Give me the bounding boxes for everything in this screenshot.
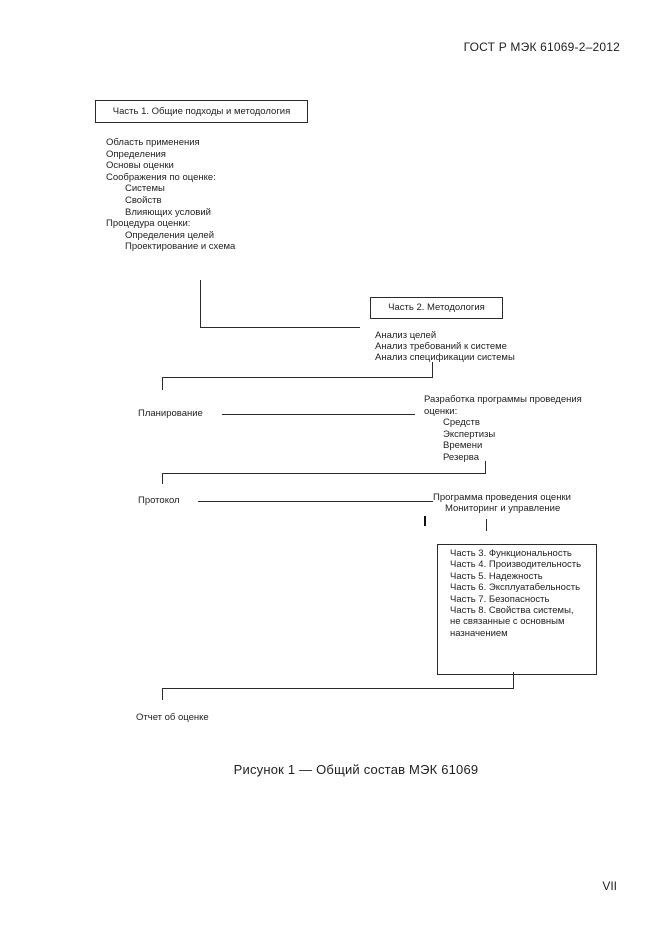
part1-item: Процедура оценки: <box>106 218 191 230</box>
parts-box-line: назначением <box>450 627 508 639</box>
part1-item: Основы оценки <box>106 160 174 172</box>
connector-part1-to-part2-horizontal <box>200 327 360 328</box>
connector-planning-drop-tick <box>162 377 163 390</box>
program-dev-item: Резерва <box>443 451 480 463</box>
program-dev-item: Экспертизы <box>443 428 496 440</box>
parts-box-line: Часть 6. Эксплуатабельность <box>450 582 581 594</box>
page-number: VII <box>602 879 617 893</box>
monitoring-tick-bold <box>424 516 426 526</box>
parts-box-line: Часть 3. Функциональность <box>450 548 572 559</box>
program-dev-line: оценки: <box>424 405 458 417</box>
doc-number-header: ГОСТ Р МЭК 61069-2–2012 <box>463 40 620 54</box>
connector-protocol-drop-tick <box>162 473 163 484</box>
part2-list: Анализ целей Анализ требований к системе… <box>375 330 515 363</box>
connector-monitoring-to-partsbox <box>486 519 487 531</box>
connector-protocol-to-program <box>198 501 433 502</box>
parts-box-line: не связанные с основным <box>450 616 565 628</box>
part2-item: Анализ требований к системе <box>375 341 507 352</box>
part1-subitem: Проектирование и схема <box>125 241 236 253</box>
connector-analysis-to-planning-horizontal <box>162 377 433 378</box>
part2-item: Анализ целей <box>375 330 437 341</box>
program-development-block: Разработка программы проведения оценки: … <box>424 394 582 463</box>
connector-partsbox-down-vertical <box>513 672 514 688</box>
part1-item: Соображения по оценке: <box>106 171 216 183</box>
parts-3-8-box: Часть 3. Функциональность Часть 4. Произ… <box>437 544 597 675</box>
part1-subitem: Влияющих условий <box>125 206 211 218</box>
part1-box: Часть 1. Общие подходы и методология <box>95 100 308 123</box>
part2-box: Часть 2. Методология <box>370 297 503 319</box>
connector-planning-to-program-dev <box>222 414 415 415</box>
part1-subitem: Системы <box>125 183 165 195</box>
parts-box-line: Часть 7. Безопасность <box>450 593 550 605</box>
part2-box-label: Часть 2. Методология <box>388 302 485 313</box>
connector-programdev-to-protocol-horizontal <box>162 473 486 474</box>
part1-item: Определения <box>106 148 166 160</box>
report-label: Отчет об оценке <box>136 712 209 723</box>
part1-subitem: Определения целей <box>125 229 215 241</box>
connector-analysis-down-vertical <box>432 362 433 377</box>
program-dev-line: Разработка программы проведения <box>424 394 582 405</box>
connector-partsbox-to-report-horizontal <box>162 688 514 689</box>
connector-part1-down-vertical <box>200 280 201 327</box>
protocol-label: Протокол <box>138 495 180 506</box>
part1-subitem: Свойств <box>125 194 162 206</box>
program-dev-item: Времени <box>443 440 483 451</box>
figure-caption: Рисунок 1 — Общий состав МЭК 61069 <box>233 762 479 777</box>
part2-item: Анализ спецификации системы <box>375 352 515 363</box>
connector-report-drop-tick <box>162 688 163 700</box>
part1-box-label: Часть 1. Общие подходы и методология <box>112 106 291 117</box>
parts-box-line: Часть 4. Производительность <box>450 559 582 571</box>
evaluation-program-line1: Программа проведения оценки <box>433 492 571 503</box>
program-dev-item: Средств <box>443 417 480 428</box>
evaluation-program-line2: Мониторинг и управление <box>445 503 561 514</box>
planning-label: Планирование <box>138 408 203 419</box>
part1-item: Область применения <box>106 137 200 148</box>
part1-list: Область применения Определения Основы оц… <box>106 137 235 253</box>
connector-programdev-down-vertical <box>485 461 486 473</box>
parts-box-line: Часть 8. Свойства системы, <box>450 604 574 616</box>
parts-box-line: Часть 5. Надежность <box>450 570 543 582</box>
